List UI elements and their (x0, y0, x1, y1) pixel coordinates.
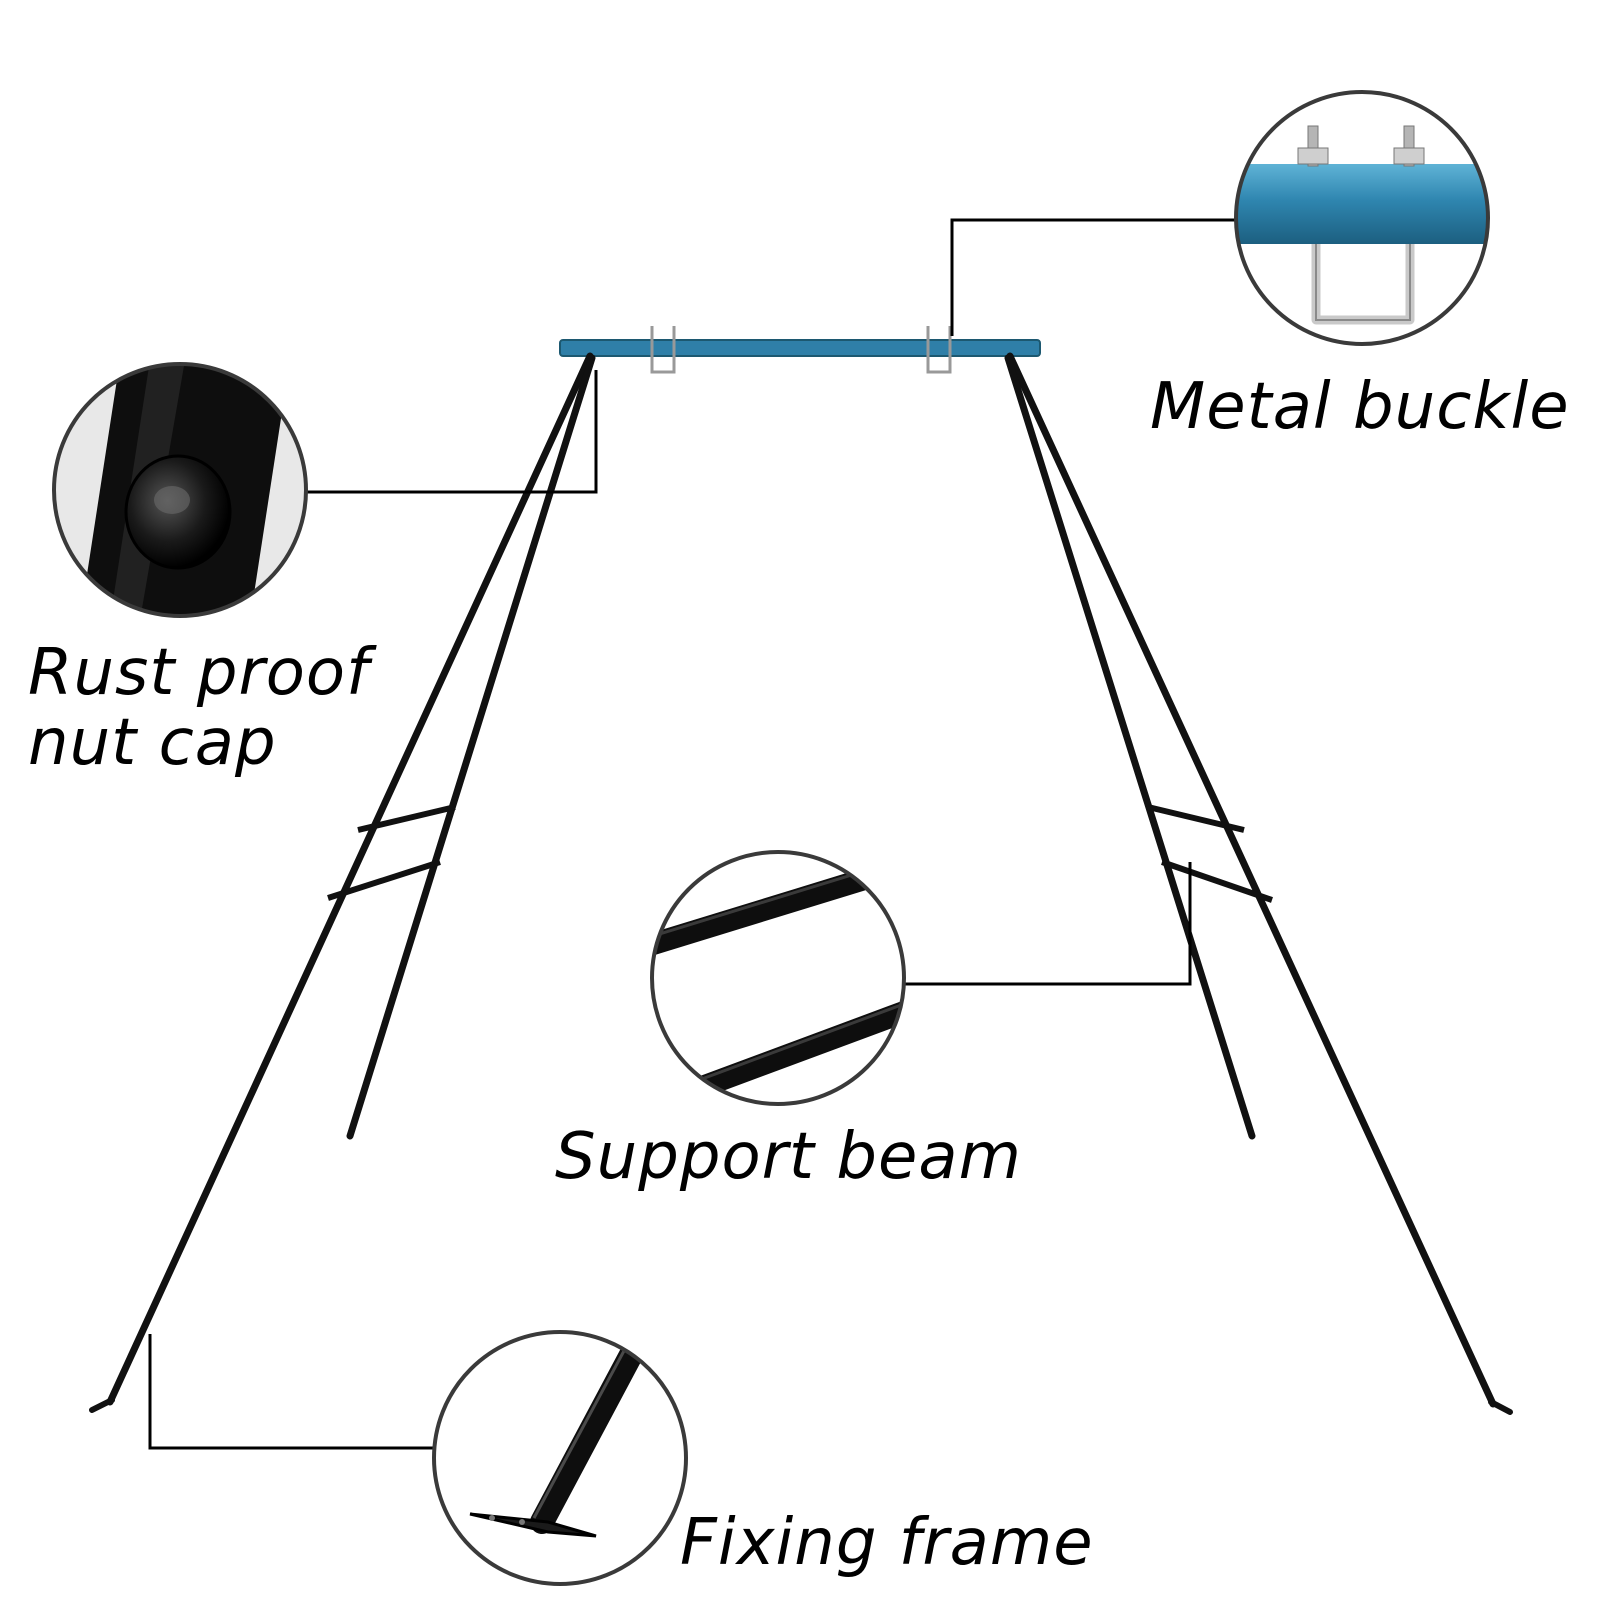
right-front-leg (1006, 352, 1497, 1408)
right-foot (1488, 1399, 1513, 1415)
zoom-metal-buckle (1234, 90, 1490, 346)
buckle-left (650, 326, 676, 374)
right-back-leg (1004, 354, 1256, 1140)
nut-cap-label-line2: nut cap (28, 706, 277, 780)
left-front-leg (106, 352, 594, 1406)
zoom-fixing-frame (432, 1330, 688, 1586)
swing-frame (89, 326, 1513, 1415)
zoom-nut-cap (52, 362, 308, 618)
left-foot (89, 1397, 115, 1413)
leader-lines (148, 218, 1236, 1450)
leader-metal-buckle (950, 218, 1236, 336)
zoom-support-beam (650, 850, 906, 1106)
right-brace-lower (1161, 859, 1273, 903)
leader-support-beam (904, 862, 1192, 986)
fixing-frame-label: Fixing frame (680, 1506, 1094, 1580)
left-brace-lower (327, 859, 441, 901)
left-brace-upper (357, 804, 456, 833)
right-brace-upper (1147, 804, 1245, 833)
leader-nut-cap (306, 370, 598, 494)
left-back-leg (346, 354, 596, 1140)
leader-fixing-frame (148, 1334, 434, 1450)
buckle-right (926, 326, 952, 374)
support-beam-label: Support beam (555, 1120, 1022, 1194)
nut-cap-label-line1: Rust proof (28, 636, 370, 710)
nut-cap-label: Rust proof nut cap (28, 638, 370, 778)
top-crossbar (559, 339, 1041, 357)
fixing-leg (530, 1332, 652, 1534)
metal-buckle-label: Metal buckle (1150, 370, 1570, 444)
